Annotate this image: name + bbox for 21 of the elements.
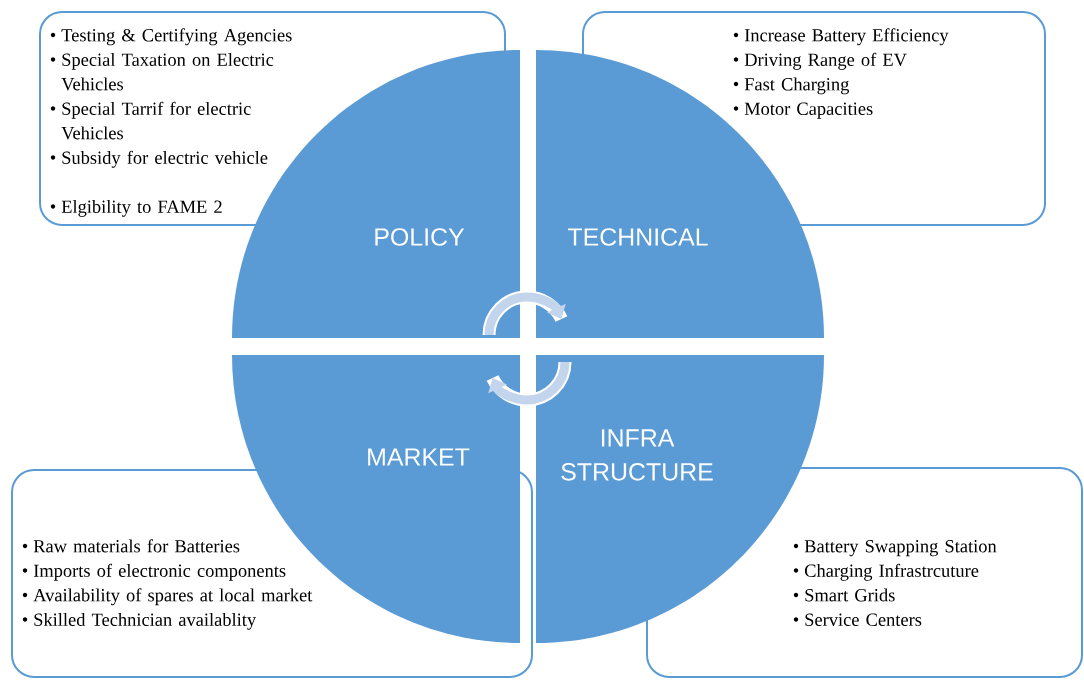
bullet-item: Subsidy for electric vehicle [50,150,268,168]
bullet-item: Availability of spares at local market [22,588,313,606]
bullet-item: Imports of electronic components [22,563,286,581]
bullet-item: Elgibility to FAME 2 [50,200,222,217]
bullet-item: Battery Swapping Station [793,540,997,557]
quadrant-label: INFRA STRUCTURE [561,429,713,481]
quadrant-label: POLICY [375,228,465,246]
quadrant-label: TECHNICAL [568,228,708,246]
bullet-item: Charging Infrastrcuture [793,563,979,581]
bullet-item: Fast Charging [733,77,849,95]
bullet-item: Motor Capacities [733,102,873,119]
bullet-item: Smart Grids [793,588,895,602]
bullet-item: Service Centers [793,613,922,626]
bullet-item: Raw materials for Batteries [22,539,240,553]
bullet-item: Skilled Technician availablity [22,613,257,630]
bullet-item: Special Taxation on Electric Vehicles [50,53,274,91]
quadrant-label: MARKET [368,448,470,466]
bullet-item: Special Tarrif for electric Vehicles [50,101,251,140]
bullet-item: Increase Battery Efficiency [733,28,949,46]
bullet-item: Testing & Certifying Agencies [50,28,292,46]
bullet-item: Driving Range of EV [733,52,907,70]
